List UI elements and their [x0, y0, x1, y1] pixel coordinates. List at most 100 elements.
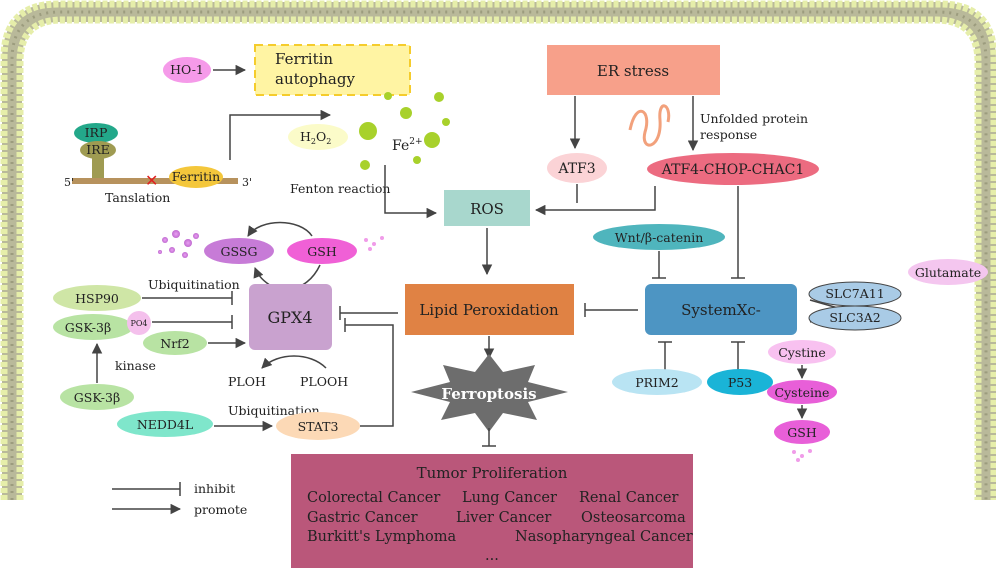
- ire-node: [80, 141, 116, 159]
- ferritin-autophagy-label-1: Ferritin: [275, 50, 333, 68]
- atf3-label: ATF3: [557, 161, 595, 177]
- h2o2-label: H2O2: [300, 129, 331, 146]
- gsk3b-node: [60, 384, 134, 410]
- gpx4-label: GPX4: [267, 308, 312, 327]
- p53-node: [707, 369, 773, 395]
- tumor-ellipsis: ...: [485, 548, 499, 564]
- systemxc-label: SystemXc-: [681, 301, 761, 319]
- gsk3b-po4-node: [53, 314, 133, 340]
- cysteine-node: [767, 380, 837, 404]
- cell-membrane: [2, 2, 996, 500]
- prim2-label: PRIM2: [635, 375, 679, 390]
- ferritin-node: [169, 166, 223, 188]
- tumor-nasopharyngeal: Nasopharyngeal Cancer: [515, 529, 693, 545]
- fenton-label: Fenton reaction: [290, 181, 390, 196]
- nrf2-label: Nrf2: [160, 336, 190, 351]
- fenton-arrow: [384, 165, 438, 219]
- wnt-label: Wnt/β-catenin: [615, 230, 704, 245]
- nrf2-node: [143, 331, 207, 355]
- translation-label: Tanslation: [105, 190, 170, 205]
- gsh-cycle-label: GSH: [307, 244, 337, 259]
- translation-block-icon: ✕: [145, 171, 158, 190]
- tumor-colorectal: Colorectal Cancer: [307, 490, 440, 506]
- ho1-label: HO-1: [170, 62, 204, 77]
- slc3a2-label: SLC3A2: [829, 310, 880, 325]
- po4-label: PO4: [130, 319, 147, 328]
- legend-promote-label: promote: [194, 502, 247, 517]
- cystine-node: [768, 340, 836, 364]
- gsh-to-gssg-curve: [247, 221, 313, 237]
- cell-membrane-heads-inner: [16, 16, 982, 500]
- prim2-node: [612, 369, 702, 395]
- wnt-node: [593, 224, 725, 250]
- fe-label: Fe2+: [392, 137, 423, 154]
- tumor-burkitt: Burkitt's Lymphoma: [307, 529, 456, 545]
- gsh-to-gpx4-curve: [299, 264, 321, 287]
- ferritin-autophagy-label-2: autophagy: [275, 70, 355, 88]
- glutamate-node: [908, 259, 988, 285]
- gssg-node: [204, 238, 274, 264]
- irp-label: IRP: [85, 125, 108, 140]
- h2o2-node: [288, 124, 348, 150]
- er-stress-node: [547, 45, 720, 95]
- irp-node: [74, 123, 118, 143]
- hsp90-node: [53, 285, 141, 311]
- glutamate-label: Glutamate: [915, 265, 981, 280]
- ubiquitination-1-label: Ubiquitination: [148, 277, 240, 292]
- slc3a2-node: [808, 305, 902, 331]
- systemxc-node: [645, 284, 797, 335]
- gsh-dots-left: [158, 230, 199, 258]
- stat3-inhibits-gpx4: [345, 324, 394, 427]
- ferritin-autophagy-box: [254, 44, 411, 96]
- tumor-renal: Renal Cancer: [579, 490, 679, 506]
- tumor-proliferation-box: [291, 454, 693, 568]
- tumor-lung: Lung Cancer: [462, 490, 557, 506]
- stat3-label: STAT3: [298, 419, 339, 434]
- lipid-peroxidation-label: Lipid Peroxidation: [419, 301, 559, 319]
- tumor-liver: Liver Cancer: [456, 510, 551, 526]
- atf4-node: [647, 153, 819, 185]
- ploh-label: PLOH: [228, 374, 266, 389]
- stat3-node: [276, 412, 360, 440]
- ros-label: ROS: [470, 200, 504, 218]
- gsk3b-label: GSK-3β: [74, 390, 120, 405]
- gsk3b-po4-label: GSK-3β: [65, 320, 111, 335]
- ire-stem: [92, 158, 104, 178]
- ire-label: IRE: [86, 142, 109, 157]
- ferroptosis-label: Ferroptosis: [441, 385, 536, 403]
- er-stress-label: ER stress: [597, 62, 669, 80]
- slc7a11-label: SLC7A11: [825, 286, 884, 301]
- gpx4-node: [249, 284, 332, 350]
- tumor-title: Tumor Proliferation: [417, 464, 568, 482]
- unfolded-label-1: Unfolded protein: [700, 111, 808, 126]
- ploh-plooh-curve: [261, 355, 327, 369]
- tumor-gastric: Gastric Cancer: [307, 510, 418, 526]
- cystine-label: Cystine: [778, 345, 826, 360]
- ferritin-to-iron-arrow: [229, 109, 332, 160]
- three-prime-label: 3': [242, 176, 252, 189]
- gsh-right-node: [774, 420, 830, 444]
- fe-particles: [359, 92, 450, 170]
- unfolded-label-2: response: [700, 127, 757, 142]
- five-prime-label: 5': [64, 176, 74, 189]
- ferritin-label: Ferritin: [172, 169, 220, 184]
- gsh-cycle-node: [287, 238, 357, 264]
- kinase-label: kinase: [115, 358, 156, 373]
- gssg-label: GSSG: [221, 244, 258, 259]
- tumor-osteosarcoma: Osteosarcoma: [581, 510, 686, 526]
- plooh-label: PLOOH: [300, 374, 348, 389]
- atf-to-ros-arrow: [534, 186, 656, 216]
- lipid-peroxidation-node: [405, 284, 574, 335]
- atf4-label: ATF4-CHOP-CHAC1: [661, 162, 804, 178]
- unfolded-protein-squiggle: [628, 104, 671, 147]
- mrna-strand: [72, 178, 238, 184]
- hsp90-label: HSP90: [75, 291, 119, 306]
- cysteine-label: Cysteine: [775, 385, 830, 400]
- gsh-dots-right: [364, 236, 384, 251]
- ros-node: [444, 190, 530, 226]
- legend-inhibit-label: inhibit: [194, 481, 235, 496]
- cell-membrane-heads-outer: [0, 0, 996, 500]
- gsh-right-dots: [792, 449, 812, 462]
- ho1-node: [163, 57, 211, 83]
